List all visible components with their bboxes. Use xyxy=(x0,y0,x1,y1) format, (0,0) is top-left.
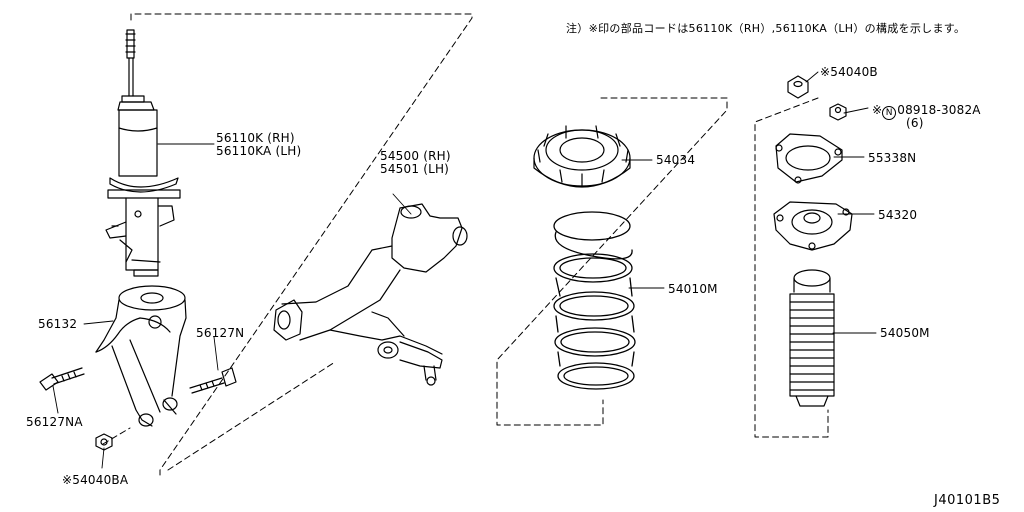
lower-arm xyxy=(273,203,468,386)
mount-nut-prefix: ※ xyxy=(872,103,883,117)
spring-seat-label: 54034 xyxy=(656,153,696,167)
strut-label-lh: 56110KA (LH) xyxy=(216,144,302,158)
spring-seat xyxy=(533,125,631,188)
lower-arm-label-lh: 54501 (LH) xyxy=(380,162,450,176)
leader-lines xyxy=(52,71,877,469)
top-nut xyxy=(787,75,809,99)
circled-n-symbol: N xyxy=(882,106,897,120)
mount-plate-label: 55338N xyxy=(868,151,917,165)
bound-bumper-label: 54050M xyxy=(880,326,930,340)
nut-54040ba xyxy=(95,433,113,451)
insulator-label: 54320 xyxy=(878,208,918,222)
mount-plate xyxy=(775,133,843,184)
mount-nut-quantity: (6) xyxy=(906,116,924,130)
bolt-right-label: 56127N xyxy=(196,326,245,340)
strut-assembly xyxy=(105,29,181,277)
mount-nut-code: 08918-3082A xyxy=(897,103,981,117)
knuckle-fork xyxy=(95,285,187,427)
nut-bottom-label: ※54040BA xyxy=(62,473,129,487)
coil-spring xyxy=(553,211,636,390)
strut-label-rh: 56110K (RH) xyxy=(216,131,295,145)
bolt-left-label: 56127NA xyxy=(26,415,83,429)
lower-arm-label-rh: 54500 (RH) xyxy=(380,149,451,163)
bolt-56127na xyxy=(39,367,85,391)
knuckle-fork-label: 56132 xyxy=(38,317,78,331)
insulator xyxy=(773,201,853,251)
mount-nut xyxy=(829,103,847,121)
bound-bumper xyxy=(789,269,835,407)
bolt-56127n xyxy=(189,367,237,394)
diagram-code: J40101B5 xyxy=(934,493,1001,508)
assembly-note: 注）※印の部品コードは56110K（RH）,56110KA（LH）の構成を示しま… xyxy=(566,22,966,35)
top-nut-label: ※54040B xyxy=(820,65,878,79)
coil-spring-label: 54010M xyxy=(668,282,718,296)
dashed-assembly-lines xyxy=(102,13,829,476)
